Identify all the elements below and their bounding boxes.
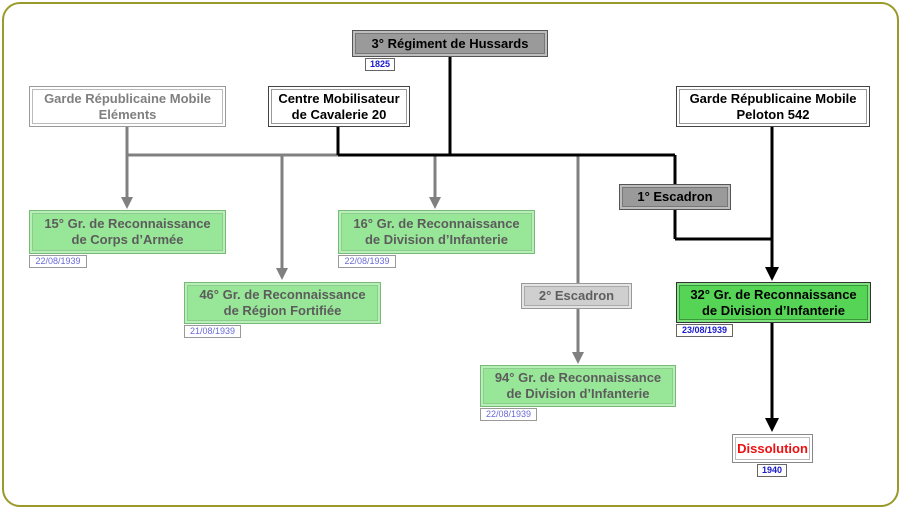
arrowhead-gr94 xyxy=(572,352,584,364)
node-label-line1: 94° Gr. de Reconnaissance xyxy=(494,370,662,385)
node-dissolution: Dissolution xyxy=(732,434,813,463)
date-badge-gr94: 22/08/1939 xyxy=(480,408,537,421)
node-3e-regiment-hussards: 3° Régiment de Hussards xyxy=(352,30,548,57)
node-1er-escadron: 1° Escadron xyxy=(619,184,731,210)
date-text: 22/08/1939 xyxy=(485,409,532,419)
date-text: 22/08/1939 xyxy=(344,256,390,266)
node-label-line2: Peloton 542 xyxy=(736,106,810,122)
node-16e-gr-reconnaissance: 16° Gr. de Reconnaissance de Division d’… xyxy=(338,210,535,254)
node-label: 1° Escadron xyxy=(637,189,713,204)
node-label-line2: de Région Fortifiée xyxy=(223,303,342,318)
node-15e-gr-reconnaissance: 15° Gr. de Reconnaissance de Corps d’Arm… xyxy=(29,210,226,254)
date-text: 22/08/1939 xyxy=(35,256,81,266)
node-label: 3° Régiment de Hussards xyxy=(371,35,529,51)
date-badge-gr46: 21/08/1939 xyxy=(184,325,241,338)
node-label-line2: Eléments xyxy=(98,106,157,122)
date-badge-hussards: 1825 xyxy=(365,58,395,71)
node-label-line1: 15° Gr. de Reconnaissance xyxy=(44,216,211,231)
arrowhead-gr32 xyxy=(765,267,779,281)
node-94e-gr-reconnaissance: 94° Gr. de Reconnaissance de Division d’… xyxy=(480,365,676,407)
node-label: Dissolution xyxy=(737,440,808,456)
date-text: 1825 xyxy=(369,59,391,69)
arrowhead-gr16 xyxy=(429,197,441,209)
node-label: 2° Escadron xyxy=(538,288,615,303)
node-label-line1: 32° Gr. de Reconnaissance xyxy=(690,286,857,302)
node-label-line1: 16° Gr. de Reconnaissance xyxy=(353,216,520,231)
date-badge-gr32: 23/08/1939 xyxy=(676,324,733,337)
node-garde-republicaine-peloton: Garde Républicaine Mobile Peloton 542 xyxy=(676,86,870,127)
date-badge-dissolution: 1940 xyxy=(757,464,787,477)
node-label-line1: Garde Républicaine Mobile xyxy=(44,90,211,106)
date-text: 23/08/1939 xyxy=(681,325,728,335)
node-label-line2: de Division d’Infanterie xyxy=(506,386,650,401)
arrowhead-dissolution xyxy=(765,418,779,432)
node-label-line2: de Corps d’Armée xyxy=(71,232,184,247)
node-46e-gr-reconnaissance: 46° Gr. de Reconnaissance de Région Fort… xyxy=(184,282,381,324)
arrowhead-gr46 xyxy=(276,268,288,280)
node-label-line2: de Division d’Infanterie xyxy=(701,302,846,318)
node-32e-gr-reconnaissance: 32° Gr. de Reconnaissance de Division d’… xyxy=(676,282,871,323)
node-2e-escadron: 2° Escadron xyxy=(521,283,632,309)
node-label-line1: Centre Mobilisateur xyxy=(278,90,400,106)
arrowhead-gr15 xyxy=(121,197,133,209)
date-text: 21/08/1939 xyxy=(189,326,236,336)
node-centre-mobilisateur: Centre Mobilisateur de Cavalerie 20 xyxy=(268,86,410,127)
node-label-line2: de Division d’Infanterie xyxy=(364,232,509,247)
node-label-line1: 46° Gr. de Reconnaissance xyxy=(199,287,366,302)
date-text: 1940 xyxy=(761,465,783,475)
node-garde-republicaine-elements: Garde Républicaine Mobile Eléments xyxy=(29,86,226,127)
node-label-line2: de Cavalerie 20 xyxy=(291,106,387,122)
date-badge-gr16: 22/08/1939 xyxy=(338,255,396,268)
node-label-line1: Garde Républicaine Mobile xyxy=(689,90,857,106)
date-badge-gr15: 22/08/1939 xyxy=(29,255,87,268)
